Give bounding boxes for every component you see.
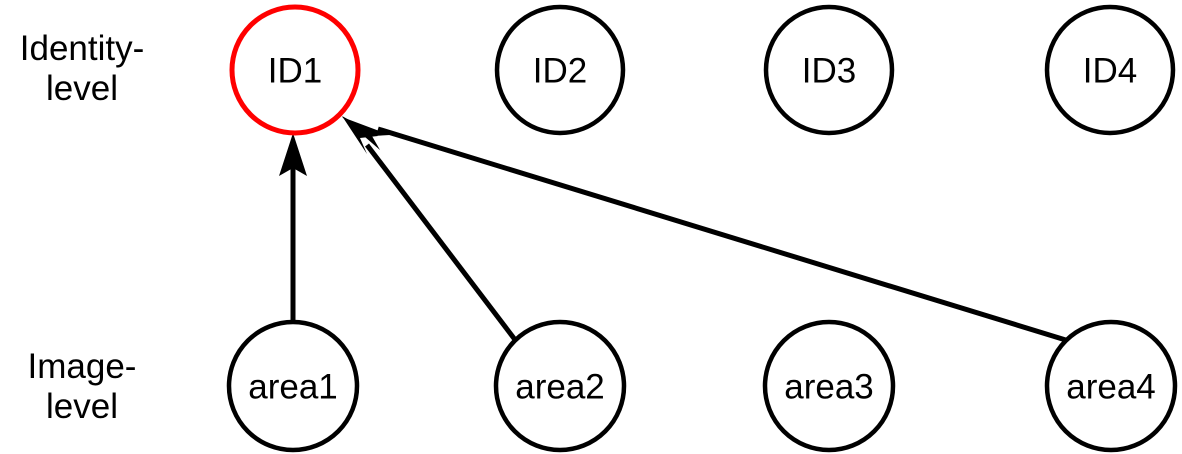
node-id3[interactable]: ID3 bbox=[763, 4, 895, 136]
identity-node-row: ID1 ID2 ID3 ID4 bbox=[229, 4, 1176, 136]
identity-level-label-line2: level bbox=[46, 69, 118, 108]
node-id1-circle[interactable] bbox=[229, 4, 361, 136]
node-area4-circle[interactable] bbox=[1044, 319, 1178, 453]
node-area1[interactable]: area1 bbox=[226, 319, 360, 453]
edge-area2-to-id1-line bbox=[365, 143, 518, 343]
identity-level-label-line1: Identity- bbox=[20, 29, 145, 68]
node-area3[interactable]: area3 bbox=[762, 319, 896, 453]
node-area3-circle[interactable] bbox=[762, 319, 896, 453]
node-id4-circle[interactable] bbox=[1044, 4, 1176, 136]
node-area4[interactable]: area4 bbox=[1044, 319, 1178, 453]
node-area2-label: area2 bbox=[515, 368, 605, 407]
node-id4-label: ID4 bbox=[1083, 52, 1137, 91]
node-id1[interactable]: ID1 bbox=[229, 4, 361, 136]
node-id2[interactable]: ID2 bbox=[494, 4, 626, 136]
node-id1-label: ID1 bbox=[268, 52, 322, 91]
edge-area1-to-id1 bbox=[279, 133, 307, 322]
image-level-label-line1: Image- bbox=[28, 347, 137, 386]
edge-area4-to-id1 bbox=[342, 117, 1070, 344]
node-id3-circle[interactable] bbox=[763, 4, 895, 136]
node-area3-label: area3 bbox=[784, 368, 874, 407]
image-level-label: Image- level bbox=[28, 347, 137, 426]
image-node-row: area1 area2 area3 area4 bbox=[226, 319, 1178, 453]
edge-area2-to-id1 bbox=[342, 116, 518, 343]
node-id2-circle[interactable] bbox=[494, 4, 626, 136]
node-id2-label: ID2 bbox=[533, 52, 587, 91]
node-area1-label: area1 bbox=[248, 368, 338, 407]
edge-group bbox=[279, 116, 1070, 344]
node-id3-label: ID3 bbox=[802, 52, 856, 91]
image-level-label-line2: level bbox=[46, 387, 118, 426]
edge-area2-to-id1-arrowhead bbox=[342, 116, 378, 154]
identity-level-label: Identity- level bbox=[20, 29, 145, 108]
edge-area1-to-id1-arrowhead bbox=[279, 133, 307, 176]
node-area4-label: area4 bbox=[1066, 368, 1156, 407]
node-area2-circle[interactable] bbox=[493, 319, 627, 453]
node-area2[interactable]: area2 bbox=[493, 319, 627, 453]
edge-area4-to-id1-arrowhead bbox=[342, 117, 390, 150]
node-id4[interactable]: ID4 bbox=[1044, 4, 1176, 136]
edge-area4-to-id1-line bbox=[377, 126, 1070, 344]
node-area1-circle[interactable] bbox=[226, 319, 360, 453]
